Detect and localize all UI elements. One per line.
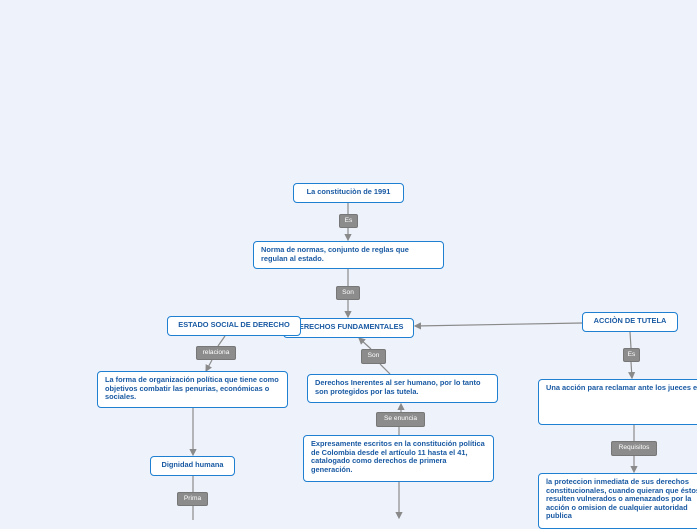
node-constitucion[interactable]: La constituciòn de 1991: [293, 183, 404, 203]
node-derechos-fundamentales[interactable]: DERECHOS FUNDAMENTALES: [283, 318, 414, 338]
label-es[interactable]: Es: [623, 348, 640, 362]
connector-tutela-es: [629, 331, 632, 349]
node-accion-de-tutela[interactable]: ACCIÒN DE TUTELA: [582, 312, 678, 332]
node-proteccion-inmediata[interactable]: la proteccion inmediata de sus derechos …: [538, 473, 697, 529]
node-derechos-inherentes[interactable]: Derechos Inerentes al ser humano, por lo…: [307, 374, 498, 403]
label-son[interactable]: Son: [361, 349, 386, 364]
label-requisitos[interactable]: Requisitos: [611, 441, 657, 456]
label-son[interactable]: Son: [336, 286, 360, 300]
node-expresamente-escritos[interactable]: Expresamente escritos en la constitución…: [303, 435, 494, 482]
node-forma-organizacion[interactable]: La forma de organización política que ti…: [97, 371, 288, 408]
connector-estado-relaciona: [217, 335, 226, 347]
label-relaciona[interactable]: relaciona: [196, 346, 236, 360]
connector-es-reclamar: [628, 361, 636, 380]
node-norma-de-normas[interactable]: Norma de normas, conjunto de reglas que …: [253, 241, 444, 269]
label-se-enuncia[interactable]: Se enuncia: [376, 412, 425, 427]
node-accion-reclamar[interactable]: Una acción para reclamar ante los jueces…: [538, 379, 697, 425]
node-estado-social-de-derecho[interactable]: ESTADO SOCIAL DE DERECHO: [167, 316, 301, 336]
label-prima[interactable]: Prima: [177, 492, 208, 506]
label-es[interactable]: Es: [339, 214, 358, 228]
node-dignidad-humana[interactable]: Dignidad humana: [150, 456, 235, 476]
connector-tutela-derechos: [413, 322, 583, 330]
connector-derechos-son: [358, 337, 372, 350]
connector-son-inherentes: [379, 363, 391, 375]
connector-relaciona-forma: [205, 359, 213, 373]
